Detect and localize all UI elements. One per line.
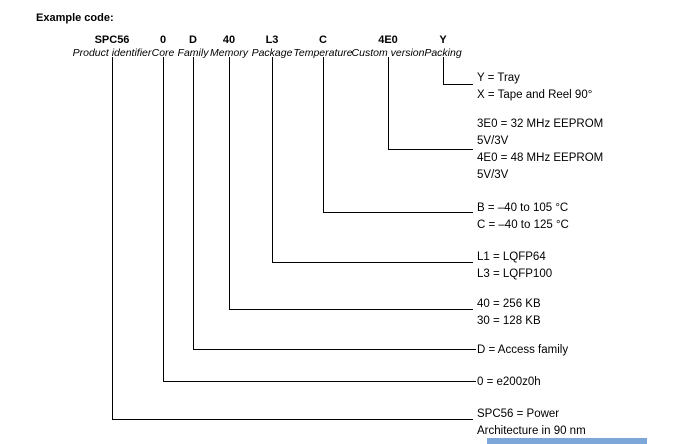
- legend-package-line-1: L1 = LQFP64: [477, 251, 546, 263]
- code-segment-memory: 40: [222, 34, 236, 46]
- connector-family: [193, 57, 476, 350]
- code-segment-package: L3: [265, 34, 279, 46]
- legend-packing-line-2: X = Tape and Reel 90°: [477, 89, 593, 101]
- code-segment-product-identifier: SPC56: [94, 34, 130, 46]
- code-segment-core: 0: [159, 34, 167, 46]
- legend-temperature-line-2: C = –40 to 125 °C: [477, 219, 569, 231]
- field-label-memory: Memory: [210, 47, 248, 59]
- field-label-temperature: Temperature: [293, 47, 353, 59]
- legend-core: 0 = e200z0h: [477, 374, 541, 391]
- legend-temperature-line-1: B = –40 to 105 °C: [477, 202, 569, 214]
- code-segment-packing: Y: [439, 34, 447, 46]
- legend-product-identifier: SPC56 = Power Architecture in 90 nm: [477, 406, 586, 440]
- legend-family-line-1: D = Access family: [477, 344, 569, 356]
- field-label-packing: Packing: [424, 47, 462, 59]
- legend-package-line-2: L3 = LQFP100: [477, 268, 553, 280]
- legend-custom-version-line-4: 5V/3V: [477, 169, 509, 181]
- connector-custom-version: [388, 57, 473, 150]
- legend-core-line-1: 0 = e200z0h: [477, 376, 541, 388]
- legend-family: D = Access family: [477, 342, 568, 359]
- legend-temperature: B = –40 to 105 °C C = –40 to 125 °C: [477, 200, 569, 234]
- code-segment-custom-version: 4E0: [378, 34, 398, 46]
- legend-custom-version-line-1: 3E0 = 32 MHz EEPROM: [477, 118, 604, 130]
- field-label-core: Core: [151, 47, 175, 59]
- field-label-family: Family: [177, 47, 209, 59]
- legend-custom-version: 3E0 = 32 MHz EEPROM 5V/3V 4E0 = 48 MHz E…: [477, 116, 603, 184]
- field-label-product-identifier: Product identifier: [72, 47, 152, 59]
- legend-package: L1 = LQFP64 L3 = LQFP100: [477, 249, 552, 283]
- connector-memory: [229, 57, 473, 310]
- code-segment-temperature: C: [319, 34, 327, 46]
- legend-packing-line-1: Y = Tray: [477, 72, 520, 84]
- connector-package: [272, 57, 473, 263]
- field-label-package: Package: [251, 47, 293, 59]
- legend-packing: Y = Tray X = Tape and Reel 90°: [477, 70, 592, 104]
- example-code-heading: Example code:: [36, 12, 114, 24]
- legend-custom-version-line-2: 5V/3V: [477, 135, 509, 147]
- legend-custom-version-line-3: 4E0 = 48 MHz EEPROM: [477, 152, 604, 164]
- connector-core: [163, 57, 476, 382]
- legend-memory-line-2: 30 = 128 KB: [477, 315, 541, 327]
- legend-memory: 40 = 256 KB 30 = 128 KB: [477, 296, 541, 330]
- connector-packing: [443, 57, 473, 85]
- legend-product-identifier-line-1: SPC56 = Power: [477, 408, 560, 420]
- footer-accent-bar: [487, 438, 647, 444]
- legend-product-identifier-line-2: Architecture in 90 nm: [477, 425, 586, 437]
- legend-memory-line-1: 40 = 256 KB: [477, 298, 541, 310]
- connector-temperature: [323, 57, 473, 213]
- field-label-custom-version: Custom version: [351, 47, 425, 59]
- code-segment-family: D: [189, 34, 197, 46]
- connector-product-identifier: [112, 57, 473, 420]
